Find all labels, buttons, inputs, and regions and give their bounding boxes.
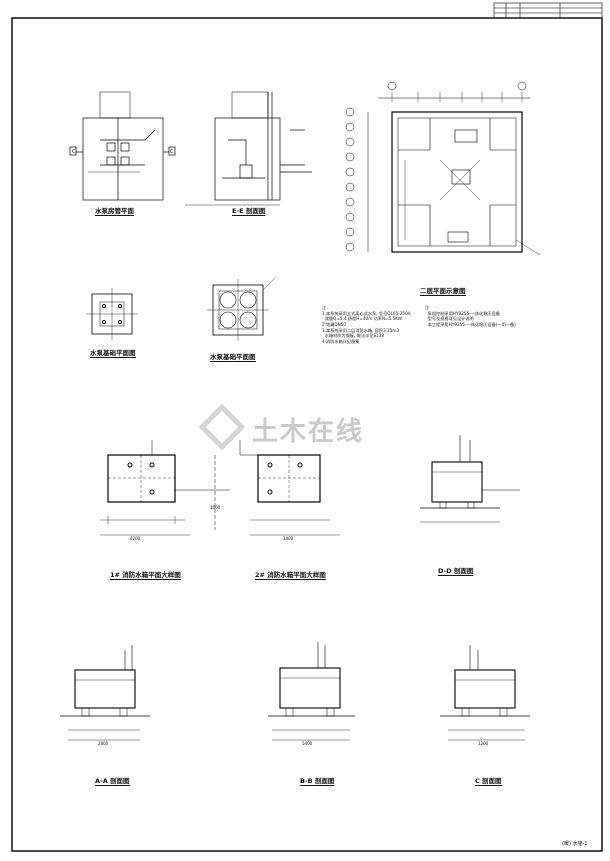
title-tank-2-plan: 2# 消防水箱平面大样图 — [255, 571, 326, 580]
dim-label: 1600 — [210, 505, 221, 510]
axis-bubbles — [345, 81, 527, 252]
watermark-text: 土木在线 — [252, 417, 365, 447]
tank-base-plan — [207, 277, 276, 341]
section-e-e — [185, 91, 312, 206]
second-floor-plan — [367, 92, 541, 256]
svg-text:C: C — [170, 149, 174, 155]
title-second-floor-plan: 二层平面示意图 — [420, 287, 466, 296]
section-d-d — [420, 435, 520, 523]
section-a-a — [60, 645, 150, 741]
pump-base-plan — [86, 288, 138, 340]
notes-right: 注: 泵组控制采用HY9255-一体化稳压设备 型号及规格详见设计说明 本工程采… — [425, 305, 516, 328]
dim-label: 4200 — [130, 536, 141, 541]
title-section-a-a: A-A 剖面图 — [95, 777, 130, 786]
section-b-b — [268, 642, 355, 741]
title-section-e-e: E-E 剖面图 — [232, 207, 266, 216]
tank-2-plan — [214, 440, 340, 536]
notes-left: 注: 1.本系统采用立式离心式水泵, 型号QL65-250A 流量Q=5.4 扬… — [322, 305, 411, 345]
dim-label: 2800 — [98, 741, 109, 746]
section-c — [440, 645, 530, 741]
title-tank-1-plan: 1# 消防水箱平面大样图 — [110, 571, 181, 580]
title-section-b-b: B-B 剖面图 — [300, 777, 335, 786]
title-section-c: C 剖面图 — [475, 777, 502, 786]
svg-text:C: C — [72, 149, 76, 155]
dim-label: 3400 — [283, 536, 294, 541]
tank-1-plan — [100, 440, 230, 536]
title-pump-pipe-plan: 水泵房管平面 — [95, 207, 134, 216]
pump-room-plan — [69, 91, 176, 201]
title-pump-base-plan: 水泵基础平面图 — [90, 349, 136, 358]
title-section-d-d: D-D 剖面图 — [438, 567, 474, 576]
dim-label: 1200 — [478, 741, 489, 746]
dim-label: 5400 — [302, 741, 313, 746]
title-tank-base-plan: 水泵基础平面图 — [210, 353, 256, 362]
watermark-logo — [198, 403, 246, 451]
sheet-number: (暖) 水施-1 — [562, 841, 588, 847]
title-block — [493, 2, 603, 19]
